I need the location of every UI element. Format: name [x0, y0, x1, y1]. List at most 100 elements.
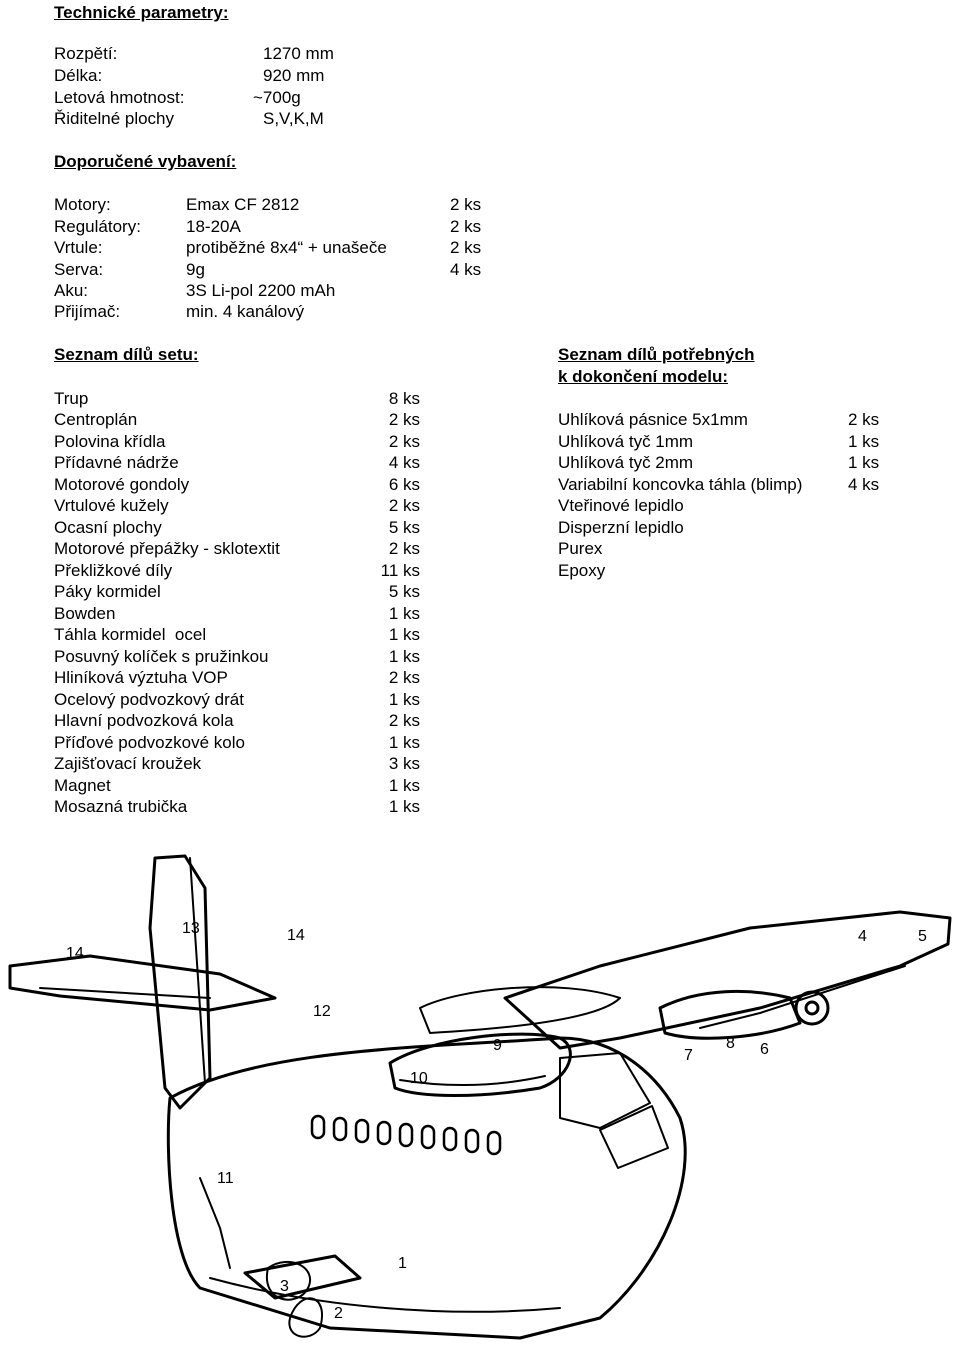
part-label: 2: [334, 1305, 343, 1322]
tech-label: Letová hmotnost:: [54, 88, 185, 107]
cabin-window: [354, 1118, 370, 1144]
tech-value: S,V,K,M: [263, 109, 324, 128]
equipment-value: 3S Li-pol 2200 mAh: [186, 281, 336, 300]
set-part-qty: 1 ks: [388, 776, 420, 795]
part-label: 13: [182, 920, 200, 937]
needed-part-name: Disperzní lepidlo: [558, 518, 684, 537]
cabin-window: [398, 1122, 414, 1148]
equipment-label: Aku:: [54, 281, 89, 300]
equipment-qty: 4 ks: [450, 260, 482, 279]
set-part-qty: 8 ks: [388, 389, 420, 408]
set-part-qty: 5 ks: [388, 582, 420, 601]
aircraft-drawing: 14 13 14 12 10 9 7 8 6 4 5 11 1 3 2: [8, 854, 952, 1340]
set-part-name: Příďové podvozkové kolo: [54, 733, 245, 752]
set-part-name: Táhla kormidel ocel: [54, 625, 207, 644]
set-part-name: Polovina křídla: [54, 432, 166, 451]
set-part-name: Přídavné nádrže: [54, 453, 179, 472]
fuselage: [166, 1036, 687, 1340]
wheel: [265, 1261, 311, 1301]
needed-parts-heading-line1: Seznam dílů potřebných: [558, 345, 755, 364]
equipment-qty: 2 ks: [450, 195, 482, 214]
cabin-window: [464, 1128, 480, 1154]
needed-part-name: Purex: [558, 539, 603, 558]
set-part-name: Ocelový podvozkový drát: [54, 690, 244, 709]
set-part-qty: 4 ks: [388, 453, 420, 472]
equipment-value: 9g: [186, 260, 205, 279]
part-label: 3: [280, 1278, 289, 1295]
cockpit-window: [599, 1105, 669, 1169]
set-part-qty: 2 ks: [388, 432, 420, 451]
equipment-label: Motory:: [54, 195, 111, 214]
part-label: 5: [918, 928, 927, 945]
set-part-qty: 2 ks: [388, 410, 420, 429]
horizontal-stabilizer: [8, 954, 277, 1012]
right-engine-nacelle: [658, 989, 802, 1040]
engine-nacelle: [388, 1032, 572, 1097]
equipment-label: Přijímač:: [54, 302, 121, 321]
equipment-label: Regulátory:: [54, 217, 141, 236]
set-part-name: Zajišťovací kroužek: [54, 754, 202, 773]
rudder-line: [189, 857, 206, 1084]
main-gear-strut: [199, 1177, 231, 1269]
cabin-window: [486, 1130, 502, 1156]
set-part-name: Vrtulové kužely: [54, 496, 169, 515]
equipment-qty: 2 ks: [450, 217, 482, 236]
part-label: 12: [313, 1003, 331, 1020]
set-part-qty: 11 ks: [380, 561, 420, 580]
set-part-qty: 2 ks: [388, 539, 420, 558]
cockpit-window: [559, 1052, 651, 1129]
set-part-qty: 2 ks: [388, 711, 420, 730]
cabin-window: [420, 1124, 436, 1150]
cabin-window: [332, 1116, 348, 1142]
tech-label: Rozpětí:: [54, 44, 118, 63]
part-label: 6: [760, 1041, 769, 1058]
needed-parts-heading-line2: k dokončení modelu:: [558, 367, 729, 386]
part-label: 11: [217, 1170, 234, 1187]
set-part-name: Magnet: [54, 776, 111, 795]
equipment-label: Serva:: [54, 260, 104, 279]
cabin-window: [310, 1114, 326, 1140]
set-part-qty: 5 ks: [388, 518, 420, 537]
set-part-qty: 1 ks: [388, 604, 420, 623]
right-engine-hub: [804, 1000, 820, 1016]
set-part-name: Motorové gondoly: [54, 475, 190, 494]
set-part-qty: 1 ks: [388, 797, 420, 816]
right-wing-flap: [699, 965, 906, 1029]
equipment-value: protiběžné 8x4“ + unašeče: [186, 238, 387, 257]
needed-part-qty: 2 ks: [848, 410, 880, 429]
equipment-value: Emax CF 2812: [186, 195, 300, 214]
set-parts-heading: Seznam dílů setu:: [54, 345, 199, 364]
needed-part-name: Epoxy: [558, 561, 606, 580]
set-part-name: Posuvný kolíček s pružinkou: [54, 647, 269, 666]
part-label: 14: [66, 945, 84, 962]
set-part-name: Mosazná trubička: [54, 797, 188, 816]
equipment-value: 18-20A: [186, 217, 241, 236]
part-label: 10: [410, 1070, 428, 1087]
part-label: 14: [287, 927, 305, 944]
needed-part-qty: 1 ks: [848, 453, 880, 472]
set-part-qty: 6 ks: [388, 475, 420, 494]
tech-heading: Technické parametry:: [54, 3, 229, 22]
cabin-windows: [310, 1114, 502, 1156]
part-label: 9: [493, 1037, 502, 1054]
stabilizer-hinge-line: [39, 987, 211, 999]
wing-root-fairing: [419, 986, 621, 1034]
right-engine-spinner: [794, 990, 830, 1026]
tech-value: ~700g: [253, 88, 301, 107]
right-wing: [503, 910, 952, 1050]
part-label: 8: [726, 1035, 735, 1052]
part-label: 7: [684, 1047, 693, 1064]
needed-part-name: Uhlíková pásnice 5x1mm: [558, 410, 748, 429]
set-part-qty: 1 ks: [388, 690, 420, 709]
cabin-window: [442, 1126, 458, 1152]
tech-label: Řiditelné plochy: [54, 109, 175, 128]
needed-part-name: Variabilní koncovka táhla (blimp): [558, 475, 803, 494]
tech-value: 1270 mm: [263, 44, 334, 63]
part-label: 1: [398, 1255, 407, 1272]
equipment-value: min. 4 kanálový: [186, 302, 305, 321]
part-label: 4: [858, 928, 867, 945]
needed-part-name: Uhlíková tyč 2mm: [558, 453, 694, 472]
set-part-name: Motorové přepážky - sklotextit: [54, 539, 280, 558]
set-part-qty: 2 ks: [388, 668, 420, 687]
needed-part-name: Uhlíková tyč 1mm: [558, 432, 694, 451]
